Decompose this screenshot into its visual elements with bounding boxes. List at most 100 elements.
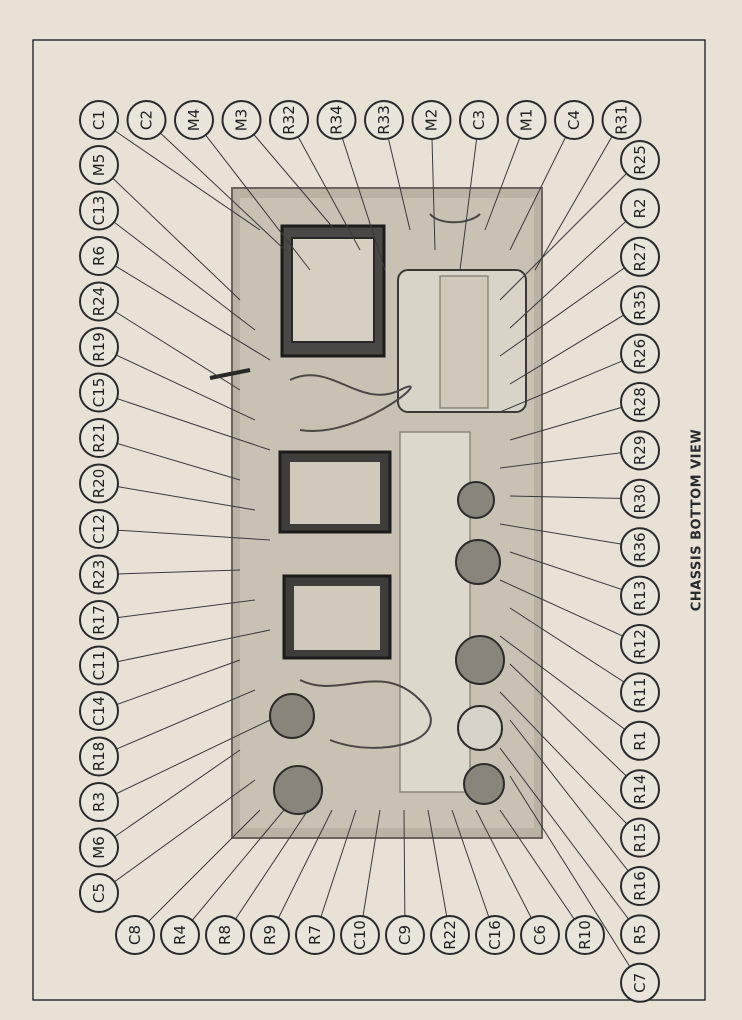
callout-c15: C15 xyxy=(79,372,119,413)
callout-label: C7 xyxy=(631,973,649,993)
callout-circle xyxy=(126,100,167,140)
callout-m4: M4 xyxy=(174,100,214,140)
chassis-photo xyxy=(209,187,543,839)
callout-label: R20 xyxy=(90,469,108,499)
callout-circle xyxy=(620,188,660,229)
leader-line xyxy=(499,691,641,838)
callout-m5: M5 xyxy=(79,145,119,185)
leader-line xyxy=(509,607,641,693)
callout-label: C13 xyxy=(90,196,108,226)
tube-socket xyxy=(273,765,323,815)
callout-label: C14 xyxy=(90,696,108,726)
leader-line xyxy=(98,528,271,541)
callout-circle xyxy=(79,145,119,185)
callout-circle xyxy=(79,600,119,640)
tube-socket xyxy=(463,763,505,805)
callout-label: C2 xyxy=(138,110,156,130)
leader-line xyxy=(314,809,357,936)
callout-c14: C14 xyxy=(79,691,119,731)
leader-line xyxy=(98,689,256,757)
callout-r28: R28 xyxy=(620,382,660,422)
leader-line xyxy=(475,809,541,936)
leader-line xyxy=(98,659,241,712)
leader-line xyxy=(509,119,575,251)
callout-circle xyxy=(601,100,642,140)
callout-circle xyxy=(620,624,660,664)
callout-label: R10 xyxy=(576,920,594,950)
callout-label: R26 xyxy=(631,339,649,369)
callout-circle xyxy=(620,575,660,616)
leader-line xyxy=(509,208,641,329)
diagram-caption: CHASSIS BOTTOM VIEW xyxy=(690,429,705,611)
callout-circle xyxy=(554,100,594,140)
callout-r30: R30 xyxy=(620,478,660,519)
callout-circle xyxy=(221,100,262,140)
callout-r13: R13 xyxy=(620,575,660,616)
callout-r12: R12 xyxy=(620,624,660,664)
callout-c16: C16 xyxy=(475,915,515,955)
callout-r18: R18 xyxy=(79,736,119,777)
callout-circle xyxy=(79,827,119,868)
leader-lines xyxy=(98,119,641,984)
leader-line xyxy=(146,119,286,251)
callout-r26: R26 xyxy=(620,333,660,374)
callout-c6: C6 xyxy=(520,915,560,955)
callout-r7: R7 xyxy=(295,915,335,955)
tube-socket xyxy=(455,635,505,685)
callout-r16: R16 xyxy=(620,866,660,906)
callout-c8: C8 xyxy=(115,915,155,955)
callout-r34: R34 xyxy=(316,100,357,140)
callout-c7: C7 xyxy=(620,962,660,1003)
callout-label: C4 xyxy=(565,110,583,130)
callout-circle xyxy=(364,100,404,140)
callout-circle xyxy=(79,554,119,595)
callout-c12: C12 xyxy=(79,509,119,549)
callout-circle xyxy=(475,915,515,955)
callout-circle xyxy=(430,915,470,955)
tube-socket xyxy=(457,481,495,519)
callout-r35: R35 xyxy=(620,285,660,326)
leader-line xyxy=(193,119,311,271)
callout-circle xyxy=(620,333,660,374)
callout-circle xyxy=(506,100,547,140)
leader-line xyxy=(98,255,271,361)
leader-line xyxy=(509,663,641,790)
callout-label: R13 xyxy=(631,581,649,611)
callout-r6: R6 xyxy=(79,236,119,276)
leader-line xyxy=(451,809,496,936)
callout-circle xyxy=(269,100,309,140)
callout-label: C3 xyxy=(470,110,488,130)
leader-line xyxy=(98,301,241,391)
leader-line xyxy=(269,809,333,936)
callout-circle xyxy=(340,915,380,955)
callout-label: R17 xyxy=(90,605,108,635)
callout-c5: C5 xyxy=(79,873,119,913)
leader-line xyxy=(98,629,271,666)
callout-r29: R29 xyxy=(620,430,660,471)
leader-line xyxy=(134,809,261,936)
callout-r24: R24 xyxy=(79,281,119,322)
callout-circle xyxy=(620,672,660,713)
leader-line xyxy=(336,119,386,271)
callout-c9: C9 xyxy=(385,915,425,955)
callout-r23: R23 xyxy=(79,554,119,595)
leader-line xyxy=(98,437,241,481)
callout-circle xyxy=(250,915,290,955)
callout-circle xyxy=(295,915,335,955)
callout-r3: R3 xyxy=(79,782,119,822)
callout-circle xyxy=(79,418,119,458)
callout-circle xyxy=(79,190,119,231)
leader-line xyxy=(179,809,285,936)
callout-label: M5 xyxy=(90,154,108,177)
callout-label: R18 xyxy=(90,742,108,772)
callout-circle xyxy=(620,720,660,761)
callout-label: R11 xyxy=(631,678,649,708)
leader-line xyxy=(499,579,641,645)
callout-r9: R9 xyxy=(250,915,290,955)
callout-r27: R27 xyxy=(620,236,660,277)
callout-label: R7 xyxy=(306,925,324,945)
callout-label: C16 xyxy=(486,920,504,950)
leader-line xyxy=(499,635,641,742)
callout-label: C6 xyxy=(531,925,549,945)
callout-r2: R2 xyxy=(620,188,660,229)
